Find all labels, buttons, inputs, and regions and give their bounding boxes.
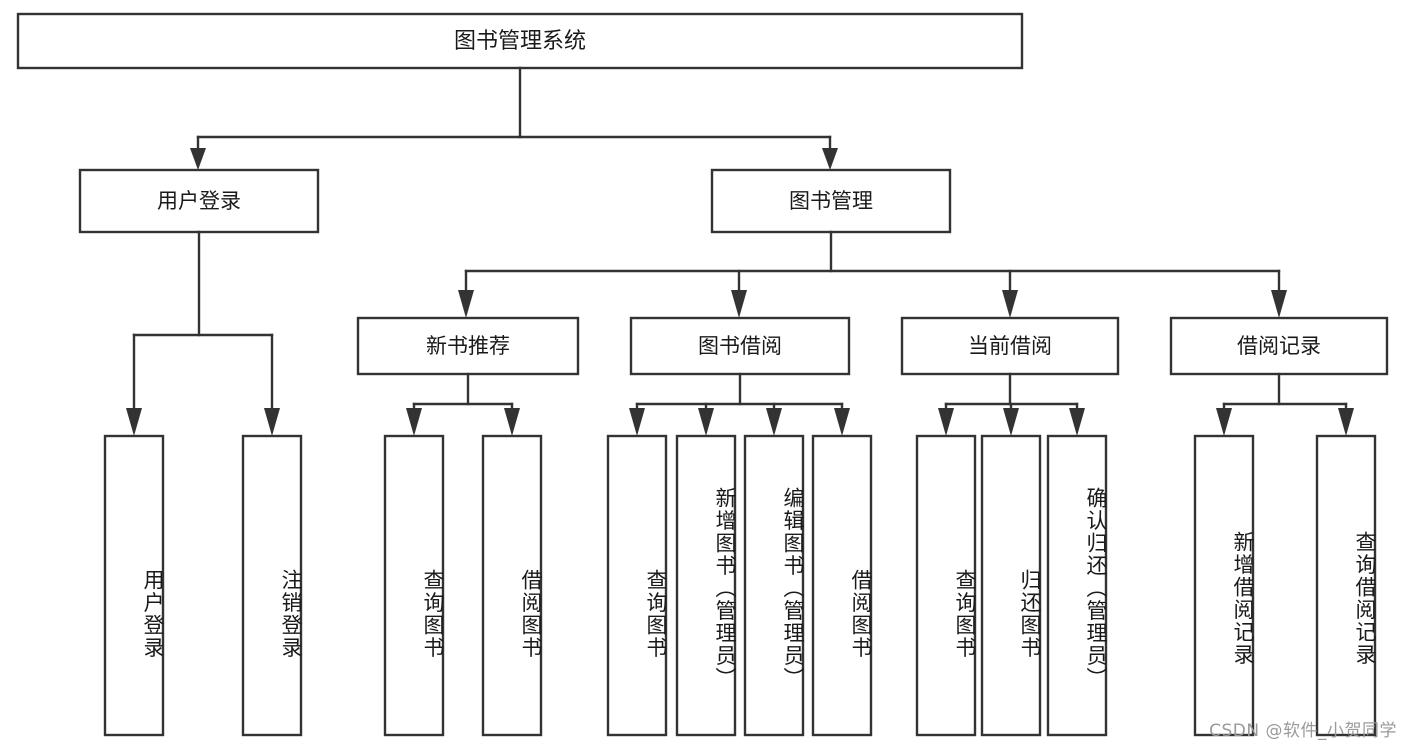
arrow-head-icon — [629, 408, 645, 436]
leaf-current-borrow-query-box[interactable] — [915, 434, 977, 737]
node-borrow-record-box — [1169, 316, 1389, 376]
node-book-borrow[interactable]: 图书借阅 — [629, 316, 851, 376]
arrow-head-icon — [1003, 408, 1019, 436]
leaf-borrow-record-query-box[interactable] — [1315, 434, 1377, 737]
arrow-head-icon — [766, 408, 782, 436]
leaf-user-login-login-box[interactable] — [103, 434, 165, 737]
node-user-login[interactable]: 用户登录 — [78, 168, 320, 234]
arrow-head-icon — [1069, 408, 1085, 436]
node-book-borrow-label: 图书借阅 — [698, 334, 782, 358]
node-book-management-label: 图书管理 — [789, 189, 873, 213]
node-borrow-record[interactable]: 借阅记录 — [1169, 316, 1389, 376]
arrow-head-icon — [126, 408, 142, 436]
arrow-head-icon — [264, 408, 280, 436]
arrow-head-icon — [1338, 408, 1354, 436]
leaf-book-borrow-edit-box[interactable] — [743, 434, 805, 737]
leaf-current-borrow-return-box[interactable] — [980, 434, 1042, 737]
arrow-head-icon — [406, 408, 422, 436]
arrow-head-icon — [1216, 408, 1232, 436]
node-root-system-box — [16, 12, 1024, 70]
watermark-text: CSDN @软件_小贺同学 — [1209, 721, 1397, 741]
arrow-head-icon — [822, 148, 838, 170]
node-borrow-record-label: 借阅记录 — [1237, 334, 1321, 358]
node-book-borrow-box — [629, 316, 851, 376]
node-new-book-recommend-label: 新书推荐 — [426, 334, 510, 358]
node-current-borrow-label: 当前借阅 — [968, 334, 1052, 358]
arrow-head-icon — [1271, 290, 1287, 318]
arrow-head-icon — [190, 148, 206, 170]
node-new-book-recommend-box — [356, 316, 580, 376]
arrow-head-icon — [731, 290, 747, 318]
leaf-borrow-record-add-box[interactable] — [1193, 434, 1255, 737]
arrow-head-icon — [504, 408, 520, 436]
arrow-head-icon — [834, 408, 850, 436]
arrow-head-icon — [1002, 290, 1018, 318]
node-current-borrow-box — [900, 316, 1120, 376]
arrow-head-icon — [938, 408, 954, 436]
node-new-book-recommend[interactable]: 新书推荐 — [356, 316, 580, 376]
node-user-login-label: 用户登录 — [157, 189, 241, 213]
leaf-book-borrow-query-box[interactable] — [606, 434, 668, 737]
leaf-current-borrow-confirm-box[interactable] — [1046, 434, 1108, 737]
leaf-new-book-borrow-box[interactable] — [481, 434, 543, 737]
arrow-head-icon — [458, 290, 474, 318]
node-current-borrow[interactable]: 当前借阅 — [900, 316, 1120, 376]
leaf-user-login-logout-box[interactable] — [241, 434, 303, 737]
node-book-management[interactable]: 图书管理 — [710, 168, 952, 234]
node-root-system-label: 图书管理系统 — [454, 29, 586, 54]
arrow-head-icon — [698, 408, 714, 436]
leaf-book-borrow-lend-box[interactable] — [811, 434, 873, 737]
leaf-new-book-query-box[interactable] — [383, 434, 445, 737]
node-root-system[interactable]: 图书管理系统 — [16, 12, 1024, 70]
leaf-book-borrow-add-box[interactable] — [675, 434, 737, 737]
node-book-management-box — [710, 168, 952, 234]
